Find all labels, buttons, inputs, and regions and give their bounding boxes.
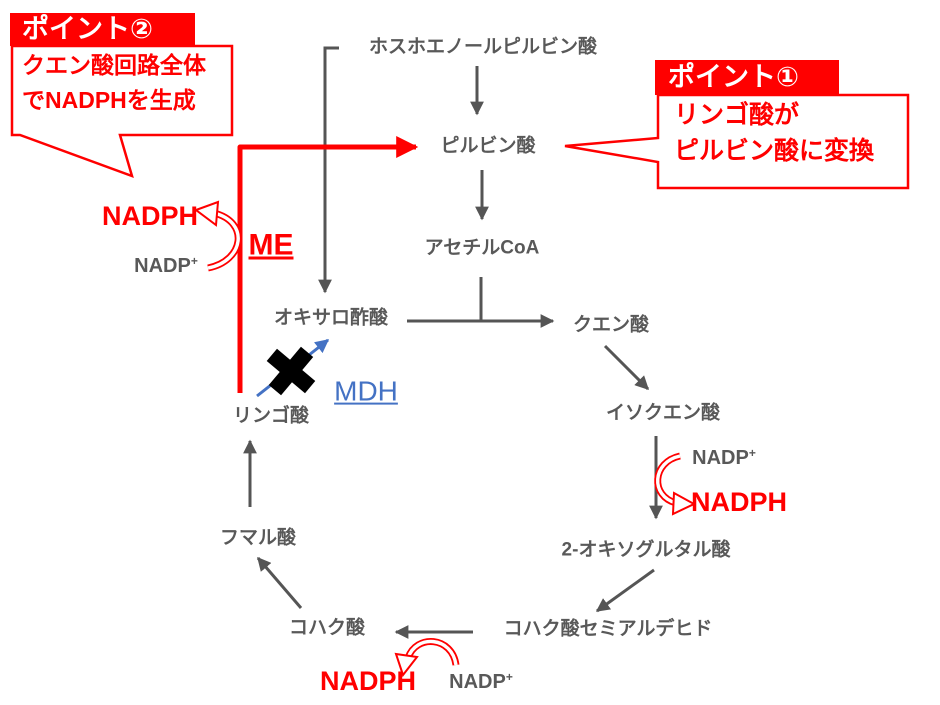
node-acetyl-coa: アセチルCoA xyxy=(424,237,540,259)
node-malate: リンゴ酸 xyxy=(232,405,310,427)
node-succinate-semialdehyde: コハク酸セミアルデヒド xyxy=(503,618,713,640)
callout-point1-title-box xyxy=(655,60,839,95)
node-fumarate: フマル酸 xyxy=(219,527,297,549)
callout-point1-line2: ピルビン酸に変換 xyxy=(674,137,875,165)
callout-point1-line1: リンゴ酸が xyxy=(674,101,800,129)
node-citrate: クエン酸 xyxy=(572,314,650,336)
cofactor-arrow-me-step xyxy=(193,200,242,272)
node-pep: ホスホエノールピルビン酸 xyxy=(368,36,598,58)
nadph-label-isocitrate-step: NADPH xyxy=(690,487,788,518)
arrow-citrate-to-isocitrate xyxy=(603,344,650,391)
blocked-cross-icon xyxy=(266,346,316,396)
enzyme-mdh-label: MDH xyxy=(334,375,398,407)
nadp-plus-label-ssa-step: NADP+ xyxy=(449,670,513,693)
callout-point2-bubble xyxy=(10,44,234,179)
callout-point2-line1: クエン酸回路全体 xyxy=(22,52,206,78)
arrow-pep-to-oxaloacetate xyxy=(318,46,339,294)
callout-point2-line2: でNADPHを生成 xyxy=(22,87,196,113)
cofactor-arrow-ssa-step xyxy=(394,638,460,678)
nadp-plus-label-me-step: NADP+ xyxy=(134,254,198,277)
enzyme-me-label: ME xyxy=(248,228,294,262)
node-oxoglutarate: 2-オキソグルタル酸 xyxy=(561,539,731,561)
node-isocitrate: イソクエン酸 xyxy=(605,402,721,424)
callout-point1-title: ポイント① xyxy=(668,62,799,92)
nadp-plus-label-isocitrate-step: NADP+ xyxy=(692,446,756,469)
arrow-malate-to-pyruvate-me xyxy=(237,135,419,393)
callout-point2-title: ポイント② xyxy=(22,14,153,44)
node-oxaloacetate: オキサロ酢酸 xyxy=(273,307,389,329)
cofactor-arrow-isocitrate-step xyxy=(654,452,697,516)
arrow-succinate-to-fumarate xyxy=(256,556,303,609)
node-succinate: コハク酸 xyxy=(288,617,366,639)
nadph-label-me-step: NADPH xyxy=(101,201,199,232)
callout-point1-bubble xyxy=(564,93,910,190)
arrow-oxoglutarate-to-ssa xyxy=(595,568,655,613)
callout-point2-title-box xyxy=(10,13,195,46)
node-pyruvate: ピルビン酸 xyxy=(440,135,536,157)
nadph-label-ssa-step: NADPH xyxy=(319,666,417,697)
